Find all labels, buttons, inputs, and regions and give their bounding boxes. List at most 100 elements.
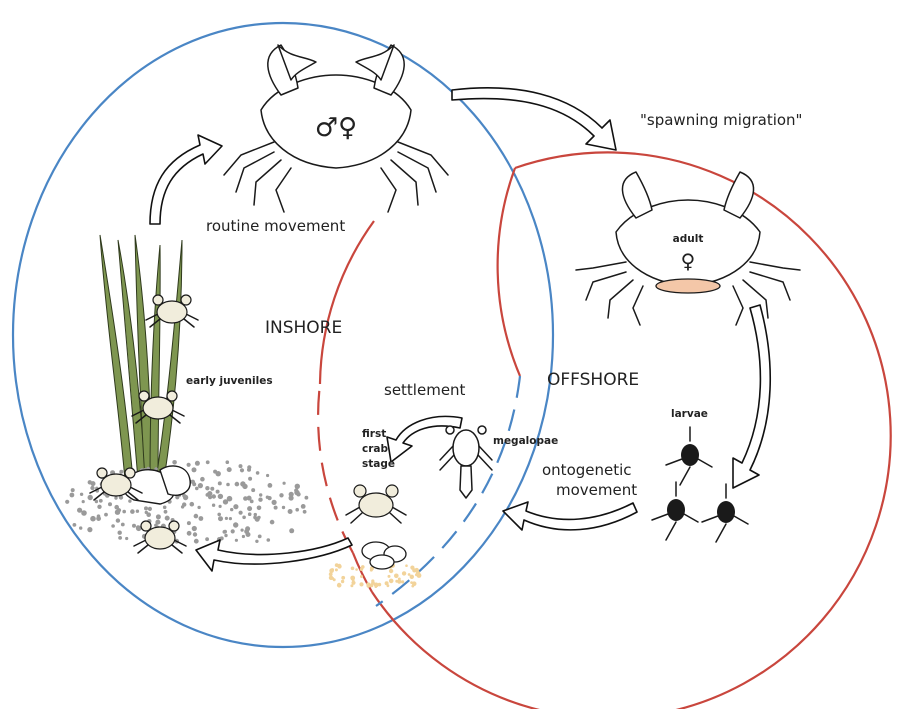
seagrass <box>100 235 182 480</box>
gravel-grain <box>198 483 203 488</box>
first-crab-stage-crab <box>346 485 406 523</box>
gravel-grain <box>223 530 227 534</box>
gravel-grain <box>192 467 197 472</box>
sand-grain <box>329 568 334 573</box>
gravel-grain <box>213 470 217 474</box>
gravel-grain <box>239 511 243 515</box>
gravel-grain <box>156 514 161 519</box>
gravel-grain <box>90 486 94 490</box>
gravel-grain <box>210 487 214 491</box>
gravel-grain <box>225 517 228 520</box>
ontogenetic-movement-label-line2: movement <box>556 481 637 499</box>
gravel-grain <box>187 531 192 536</box>
sand-grain <box>411 585 414 588</box>
gravel-grain <box>199 516 204 521</box>
routine-movement-arrow <box>150 135 222 224</box>
gravel-grain <box>104 513 108 517</box>
gravel-grain <box>267 538 271 542</box>
gravel-grain <box>257 506 262 511</box>
gravel-grain <box>194 514 199 519</box>
gravel-grain <box>81 510 87 516</box>
larvae-label: larvae <box>671 408 708 420</box>
settlement-arrow <box>387 416 462 462</box>
gravel-grain <box>266 474 269 477</box>
gravel-grain <box>118 531 122 535</box>
gravel-grain <box>114 505 119 510</box>
gravel-grain <box>289 528 294 533</box>
gravel-grain <box>187 521 191 525</box>
sand-grain <box>341 580 344 583</box>
first-crab-stage-label-line1: first <box>362 428 386 440</box>
gravel-grain <box>212 504 215 507</box>
early-juveniles-label: early juveniles <box>186 375 273 387</box>
gravel-grain <box>164 510 168 514</box>
gravel-grain <box>224 500 227 503</box>
female-symbol: ♀ <box>681 249 696 273</box>
gravel-grain <box>197 506 200 509</box>
sand-grain <box>337 583 342 588</box>
sand-grain <box>389 569 393 573</box>
gravel-grain <box>282 506 285 509</box>
gravel-grain <box>279 493 283 497</box>
gravel-grain <box>97 505 101 509</box>
sand-grain <box>350 584 353 587</box>
inshore-label: INSHORE <box>265 318 342 338</box>
gravel-grain <box>296 492 300 496</box>
gravel-grain <box>192 526 197 531</box>
gravel-grain <box>182 502 186 506</box>
sand-grain <box>385 581 389 585</box>
sand-grain <box>337 564 341 568</box>
gravel-grain <box>301 504 306 509</box>
gravel-grain <box>99 499 103 503</box>
routine-movement-label: routine movement <box>206 217 345 235</box>
spawning-migration-label: "spawning migration" <box>640 111 802 129</box>
gravel-grain <box>193 532 197 536</box>
gravel-grain <box>207 491 212 496</box>
gravel-grain <box>71 488 75 492</box>
gravel-grain <box>111 524 115 528</box>
gravel-grain <box>206 460 210 464</box>
gravel-grain <box>259 493 262 496</box>
gravel-grain <box>88 480 92 484</box>
ontogenetic-movement-arrow <box>503 502 637 530</box>
sand-grain <box>412 568 416 572</box>
gravel-grain <box>154 524 158 528</box>
gravel-grain <box>266 496 269 499</box>
gravel-grain <box>146 512 151 517</box>
sand-grain <box>402 571 406 575</box>
gravel-grain <box>258 535 262 539</box>
gravel-grain <box>90 516 96 522</box>
gravel-grain <box>195 461 200 466</box>
gravel-grain <box>242 535 245 538</box>
gravel-grain <box>241 529 244 532</box>
gravel-grain <box>230 508 233 511</box>
gravel-grain <box>187 463 191 467</box>
gravel-grain <box>247 468 251 472</box>
gravel-grain <box>191 480 195 484</box>
gravel-grain <box>294 488 298 492</box>
gravel-grain <box>227 467 232 472</box>
gravel-grain <box>274 506 278 510</box>
gravel-grain <box>240 468 244 472</box>
gravel-grain <box>217 513 221 517</box>
gravel-grain <box>272 500 277 505</box>
gravel-grain <box>247 506 252 511</box>
gravel-grain <box>190 502 195 507</box>
gravel-grain <box>246 532 251 537</box>
sand-grain <box>335 568 338 571</box>
gravel-grain <box>116 518 120 522</box>
gravel-grain <box>231 529 235 533</box>
sand-grain <box>355 568 358 571</box>
gravel-grain <box>268 483 273 488</box>
gravel-grain <box>79 526 82 529</box>
gravel-grain <box>289 492 294 497</box>
sand-grain <box>329 576 333 580</box>
gravel-grain <box>125 537 128 540</box>
sand-grain <box>375 585 378 588</box>
gravel-grain <box>245 526 250 531</box>
gravel-grain <box>218 481 222 485</box>
sand-grain <box>333 578 336 581</box>
gravel-grain <box>136 510 139 513</box>
gravel-grain <box>115 510 120 515</box>
gravel-grain <box>128 499 131 502</box>
